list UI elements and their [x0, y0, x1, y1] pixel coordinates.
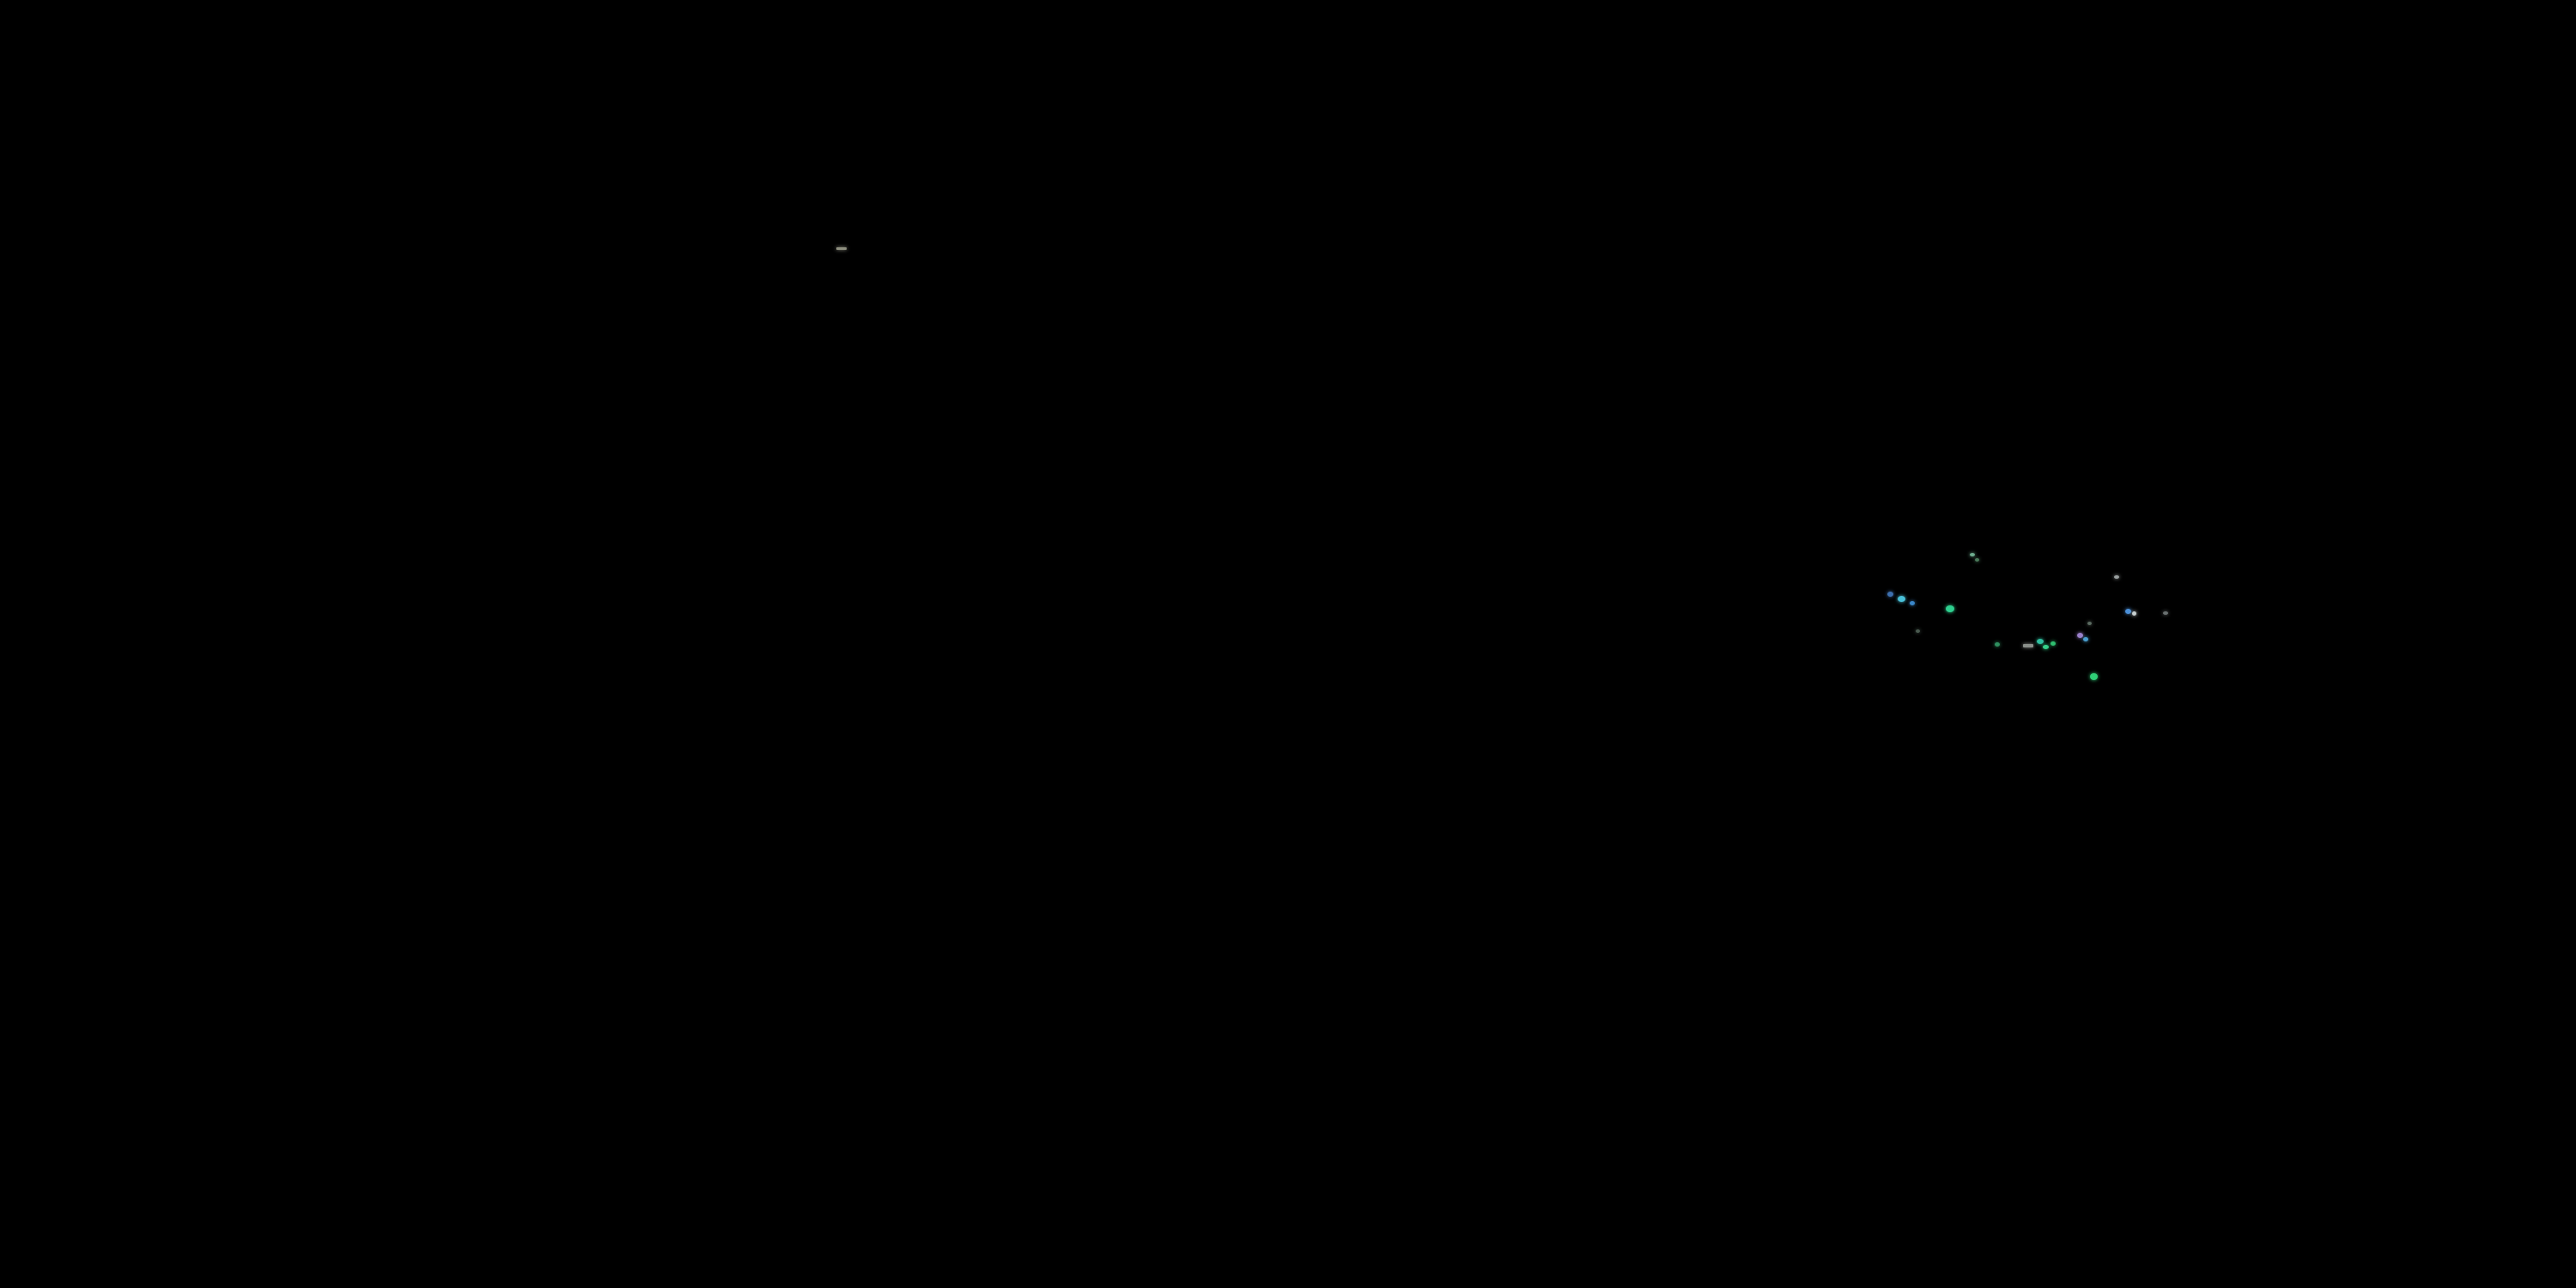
gray-dash-speck	[2023, 644, 2033, 647]
green-speck	[2050, 641, 2056, 646]
pale-green-speck	[1970, 553, 1975, 556]
white-speck	[2132, 611, 2136, 616]
teal-speck	[2037, 639, 2044, 644]
mauve-speck	[2077, 633, 2083, 638]
green-speck	[2043, 645, 2049, 649]
bright-green-speck	[2090, 673, 2098, 680]
gray-speck	[2114, 575, 2119, 579]
faint-gray-speck	[2163, 611, 2168, 615]
blue-speck	[1910, 601, 1915, 605]
dark-green-speck	[1995, 642, 2000, 647]
blue-speck	[2125, 609, 2131, 614]
dim-green-speck	[1975, 558, 1979, 562]
faint-speck	[1916, 629, 1920, 633]
cyan-speck	[1898, 596, 1905, 602]
faint-speck	[2087, 622, 2092, 625]
green-speck	[1946, 605, 1954, 612]
blue-speck	[2083, 637, 2088, 641]
blue-speck	[1887, 592, 1893, 597]
faint-dash-speck	[836, 247, 847, 250]
